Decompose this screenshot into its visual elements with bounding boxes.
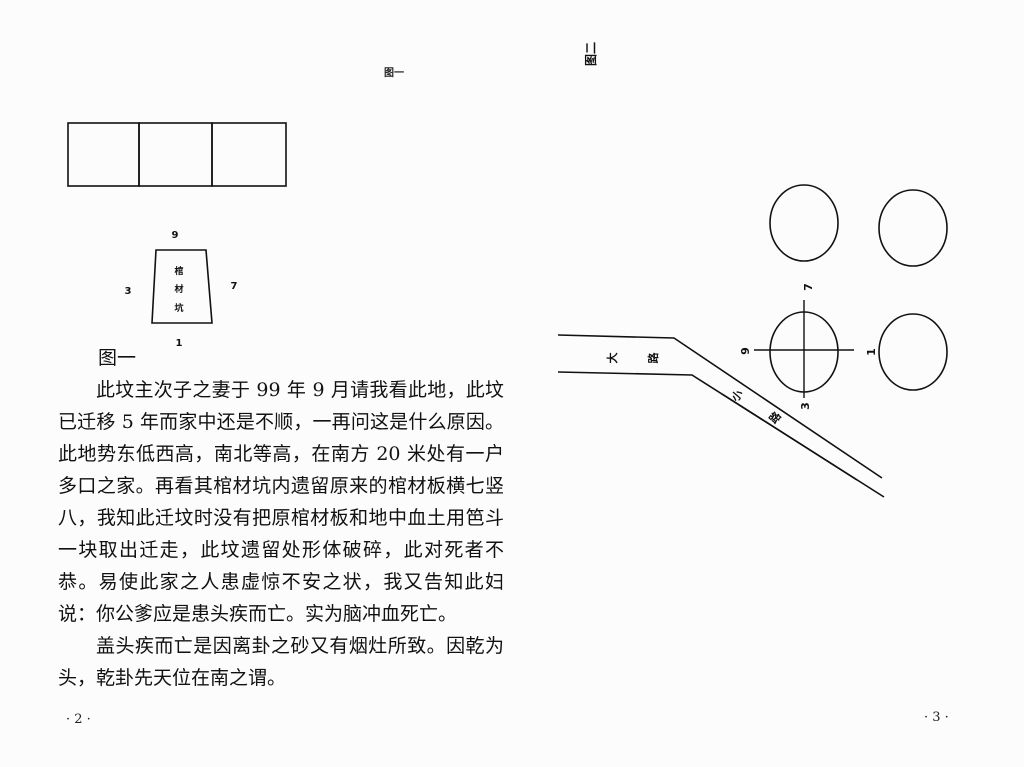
paragraph-2: 盖头疾而亡是因离卦之砂又有烟灶所致。因乾为头，乾卦先天位在南之谓。 — [58, 635, 504, 689]
box-middle — [138, 122, 213, 187]
crosshair-label-bottom: 3 — [799, 402, 812, 410]
roads — [557, 334, 885, 498]
figure-1-caption: 图一 — [98, 347, 137, 369]
coffin-pit-char-3: 坑 — [174, 302, 183, 314]
box-left — [67, 122, 140, 187]
circles — [769, 184, 948, 393]
figure-1-label-right: 7 — [231, 281, 238, 292]
circle-top-left — [769, 184, 839, 262]
crosshair-label-right: 1 — [865, 348, 878, 356]
figure-1-label-left: 3 — [125, 286, 132, 297]
three-box-row — [67, 122, 287, 187]
coffin-pit-char-2: 材 — [173, 283, 183, 295]
crosshair-label-top: 7 — [802, 283, 815, 291]
crosshair — [754, 300, 854, 398]
box-right — [211, 122, 287, 187]
figure-1-label-bottom: 1 — [176, 338, 183, 349]
coffin-pit-trapezoid — [151, 249, 213, 324]
big-road-char-1: 大 — [605, 353, 619, 364]
small-road-char-1: 小 — [727, 387, 745, 405]
left-page: 图一 9 3 7 1 棺 材 坑 图一 此坟主次子之妻于 99 年 9 月请我看… — [58, 68, 504, 727]
left-page-number: · 2 · — [66, 712, 91, 727]
figure-2-diagram: 7 9 1 3 大 路 小 路 — [557, 184, 948, 498]
crosshair-label-left: 9 — [739, 347, 752, 355]
circle-top-right — [878, 189, 948, 267]
circle-bottom-right — [878, 313, 948, 391]
figure-1-label-top: 9 — [172, 230, 179, 241]
big-road-bottom-edge — [557, 371, 885, 498]
right-page: 图二 7 9 1 3 大 路 小 路 — [512, 0, 1024, 767]
figure-1-top-caption: 图一 — [384, 68, 404, 79]
figure-1-diagram: 9 3 7 1 棺 材 坑 — [67, 122, 287, 349]
big-road-char-2: 路 — [646, 352, 660, 364]
small-road-line — [721, 393, 858, 481]
big-road-top-edge — [557, 334, 883, 479]
right-page-number: · 3 · — [924, 710, 949, 725]
paragraph-1: 此坟主次子之妻于 99 年 9 月请我看此地，此坟已迁移 5 年而家中还是不顺，… — [58, 379, 504, 625]
body-text: 图一 此坟主次子之妻于 99 年 9 月请我看此地，此坟已迁移 5 年而家中还是… — [58, 342, 504, 694]
coffin-pit-char-1: 棺 — [174, 265, 183, 277]
